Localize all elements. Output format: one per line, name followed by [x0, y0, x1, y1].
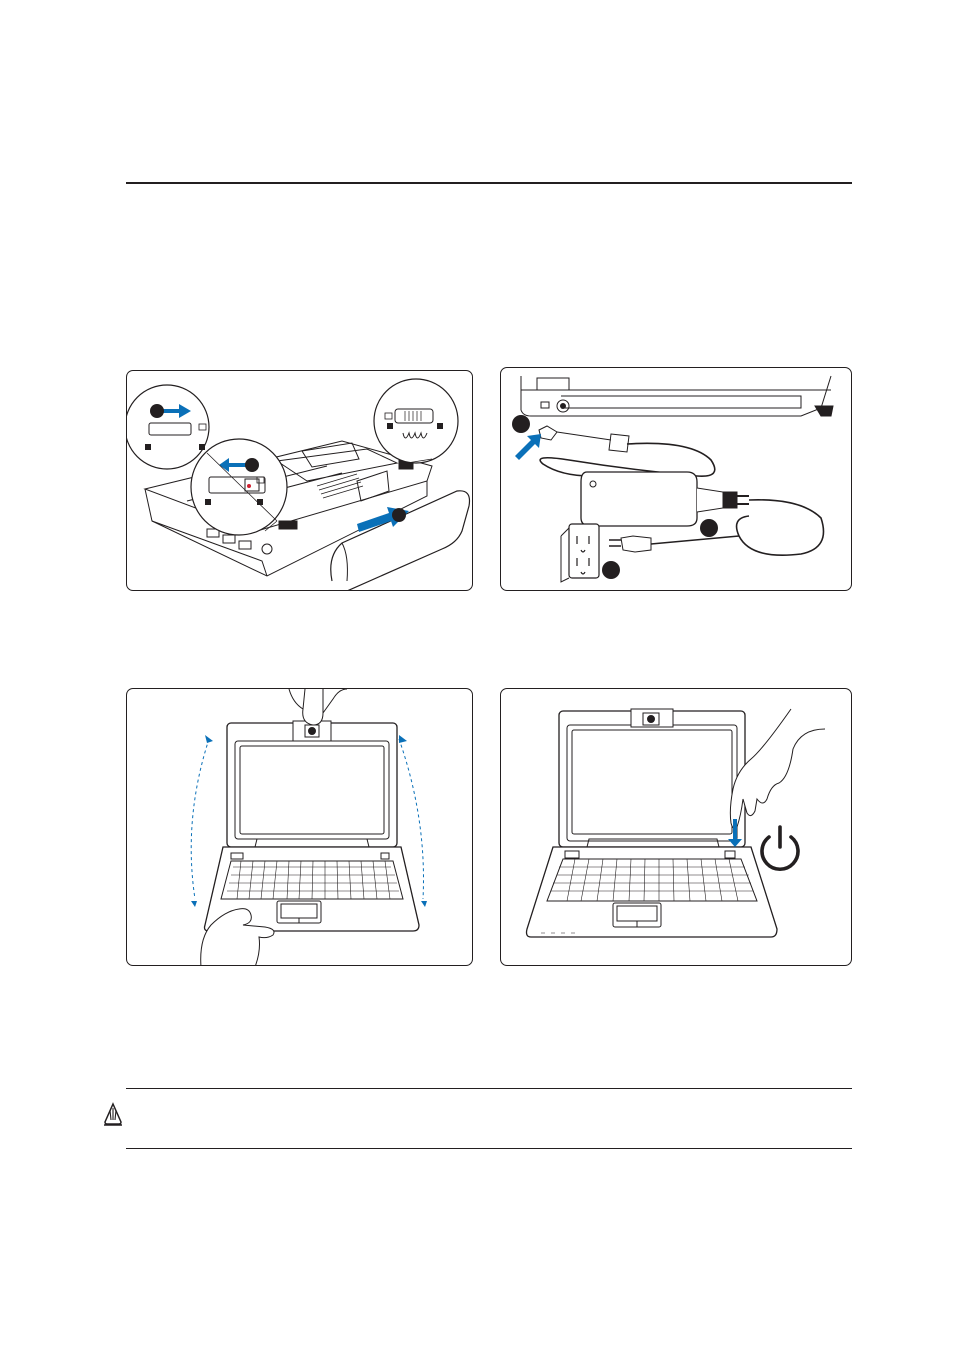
note-bottom-rule [126, 1148, 852, 1149]
callout-3 [392, 508, 406, 522]
figure-turn-on-power [500, 688, 852, 966]
figure-connect-power-adapter [500, 367, 852, 591]
callout-3 [602, 561, 620, 579]
battery-illustration [127, 371, 473, 591]
callout-1 [512, 415, 530, 433]
callout-2 [700, 519, 718, 537]
callout-1 [150, 404, 164, 418]
warning-icon [103, 1102, 123, 1126]
adapter-illustration [501, 368, 852, 591]
power-on-illustration [501, 689, 852, 966]
power-symbol-icon [762, 827, 798, 869]
figure-install-battery [126, 370, 473, 591]
figure-open-lcd-panel [126, 688, 473, 966]
header-rule [126, 182, 852, 184]
plug-arrow-icon [515, 434, 541, 460]
note-top-rule [126, 1088, 852, 1089]
open-display-illustration [127, 689, 473, 966]
callout-2 [245, 458, 259, 472]
